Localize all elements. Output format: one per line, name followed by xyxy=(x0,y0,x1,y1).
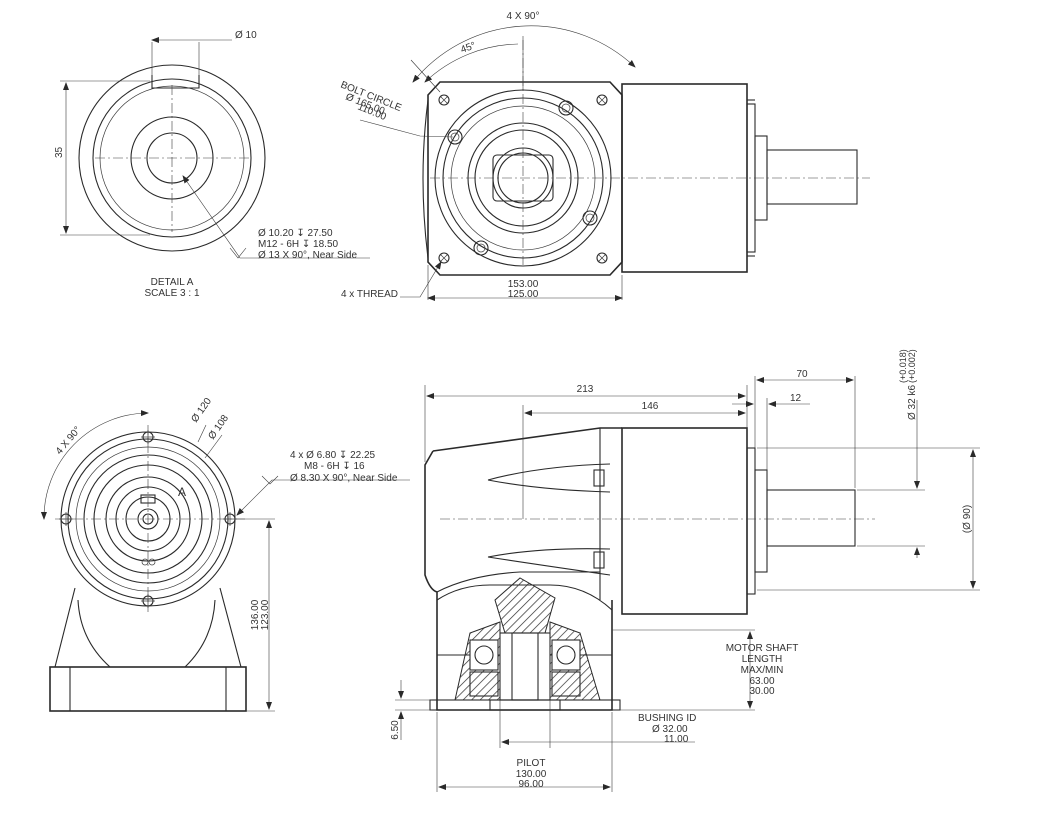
dia-90-label: (Ø 90) xyxy=(962,505,973,533)
top-angle-total: 4 X 90° xyxy=(507,11,540,22)
detail-hole-line2: M12 - 6H ↧ 18.50 xyxy=(258,239,339,250)
detail-a-view xyxy=(60,37,370,259)
pilot-min: 96.00 xyxy=(518,779,543,790)
motor-shaft-max: 63.00 xyxy=(749,676,774,687)
top-view xyxy=(359,25,870,301)
side-dim-12: 12 xyxy=(790,393,802,404)
front-hole-line3: Ø 8.30 X 90°, Near Side xyxy=(290,473,398,484)
top-width2: 125.00 xyxy=(508,289,539,300)
detail-hole-line3: Ø 13 X 90°, Near Side xyxy=(258,250,357,261)
shaft-dia-label: Ø 32 k6 xyxy=(907,385,918,420)
shaft-tol-lower: (+0.002) xyxy=(907,349,917,383)
shaft-tol-upper: (+0.018) xyxy=(898,349,908,383)
front-hole-line1: 4 x Ø 6.80 ↧ 22.25 xyxy=(290,450,376,461)
pilot-label: PILOT xyxy=(517,758,546,769)
side-dim-213: 213 xyxy=(577,384,594,395)
front-dia-120: Ø 120 xyxy=(189,396,214,425)
bushing-min: 11.00 xyxy=(664,734,689,745)
side-view xyxy=(395,376,980,792)
detail-dia-label: Ø 10 xyxy=(235,30,257,41)
top-angle-45: 45° xyxy=(459,40,477,56)
pilot-max: 130.00 xyxy=(516,769,547,780)
bushing-label: BUSHING ID xyxy=(638,713,696,724)
detail-title: DETAIL A xyxy=(151,277,194,288)
bushing-max: Ø 32.00 xyxy=(652,724,688,735)
motor-shaft-line1: MOTOR SHAFT xyxy=(726,643,799,654)
top-width1: 153.00 xyxy=(508,279,539,290)
front-view xyxy=(40,410,410,712)
motor-shaft-min: 30.00 xyxy=(749,686,774,697)
thread-label: 4 x THREAD xyxy=(341,289,398,300)
detail-scale: SCALE 3 : 1 xyxy=(144,288,199,299)
front-angle-total: 4 X 90° xyxy=(54,425,84,457)
side-dim-70: 70 xyxy=(796,369,808,380)
front-hole-line2: M8 - 6H ↧ 16 xyxy=(304,461,365,472)
motor-shaft-line2: LENGTH xyxy=(742,654,783,665)
detail-height-label: 35 xyxy=(54,146,65,158)
detail-hole-line1: Ø 10.20 ↧ 27.50 xyxy=(258,228,333,239)
side-dim-650: 6.50 xyxy=(390,720,401,740)
side-dim-146: 146 xyxy=(642,401,659,412)
front-height1: 136.00 xyxy=(250,599,261,630)
detail-a-marker: A xyxy=(178,485,186,499)
front-height2: 123.00 xyxy=(260,599,271,630)
motor-shaft-line3: MAX/MIN xyxy=(741,665,784,676)
front-dia-108: Ø 108 xyxy=(206,413,231,442)
